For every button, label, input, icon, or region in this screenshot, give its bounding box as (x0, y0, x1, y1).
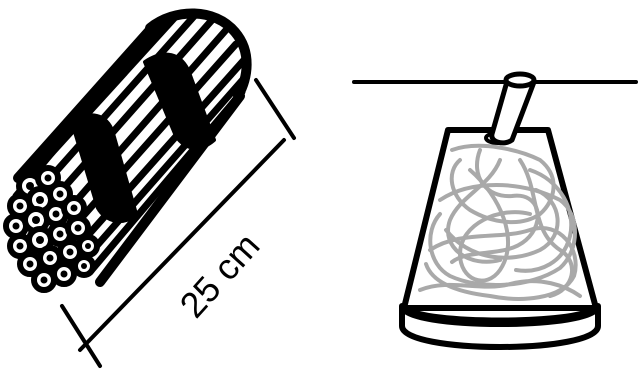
hanging-peg-top (506, 74, 534, 86)
bundle-front-openings (6, 168, 97, 290)
stem-bundle-icon (6, 13, 247, 290)
pot-rim (402, 306, 598, 347)
dimension-tick-end (256, 80, 294, 138)
hanging-pot-icon (354, 74, 636, 347)
